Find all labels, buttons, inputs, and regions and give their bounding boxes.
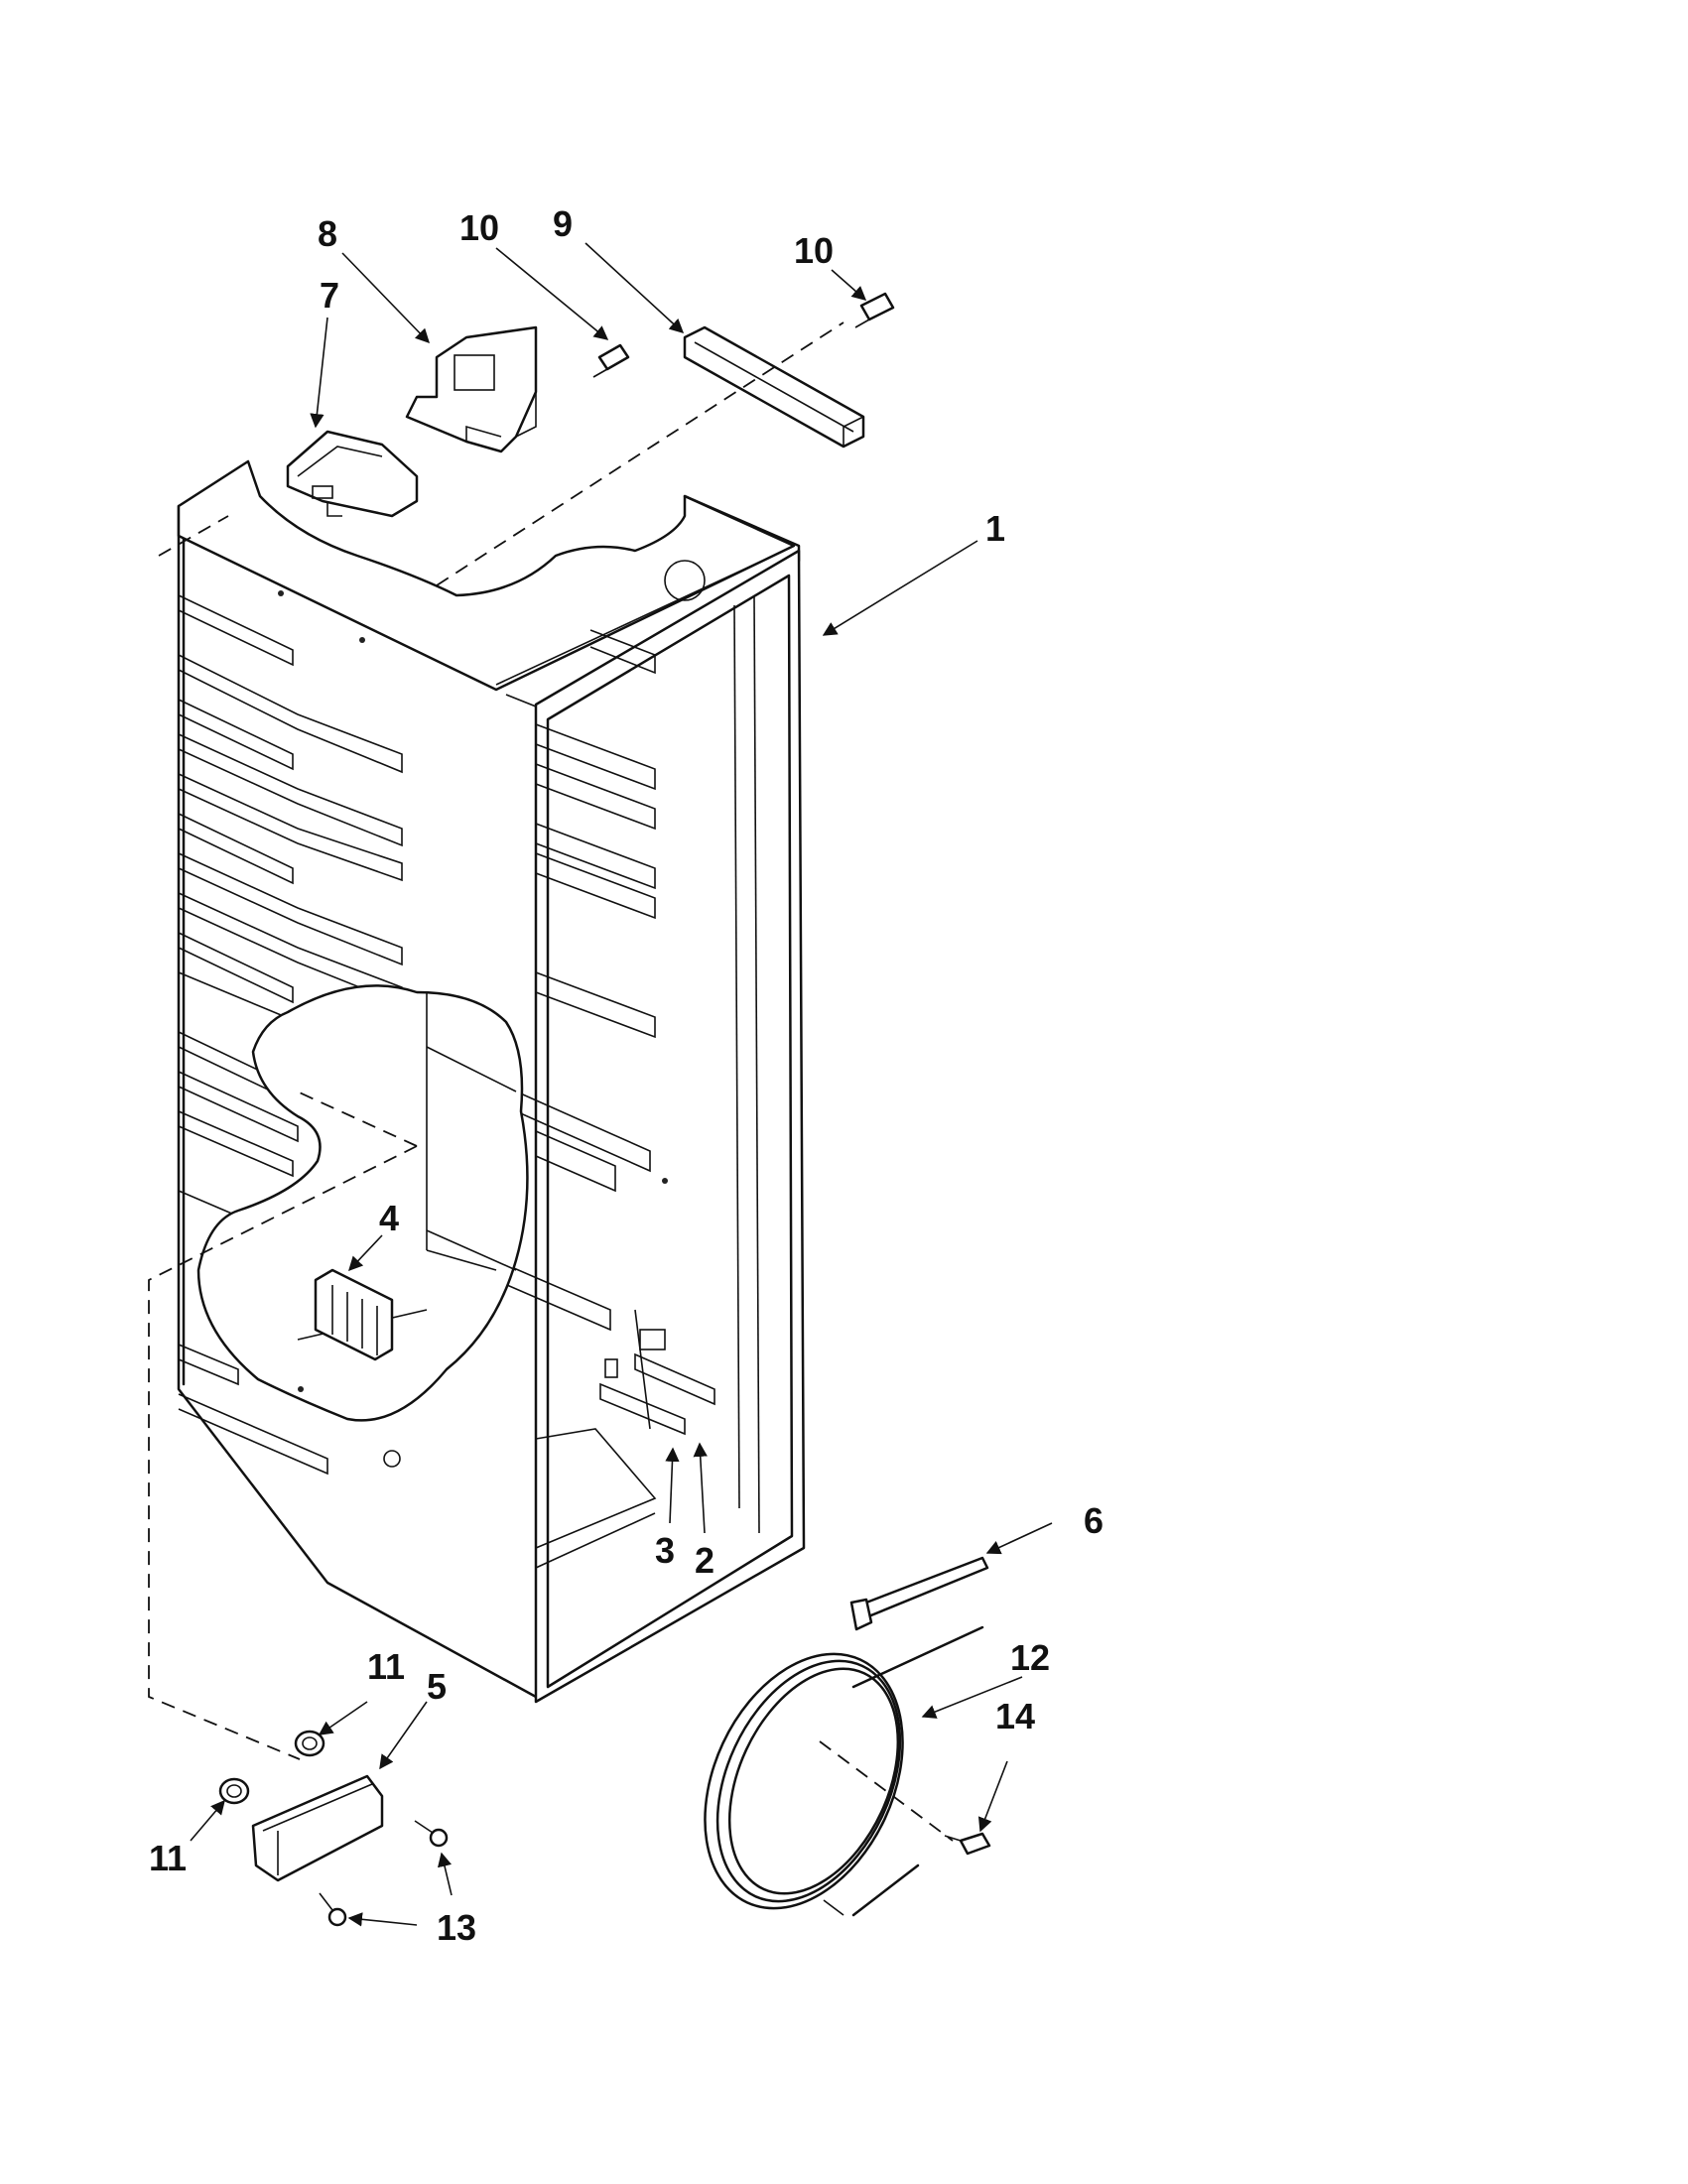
grommet-part-11-lower <box>218 1777 250 1805</box>
right-shelf-rails <box>426 629 656 1332</box>
screw-part-13-lower <box>319 1892 347 1927</box>
control-bracket-part <box>405 325 538 453</box>
callout-4: 4 <box>379 1198 399 1238</box>
freezer-liner-part <box>177 459 806 1704</box>
grommet-part-11-upper <box>294 1730 325 1757</box>
callout-5: 5 <box>427 1666 447 1707</box>
screw-part-10-left <box>592 343 630 378</box>
vent-grille-part <box>314 1268 394 1361</box>
callout-11b: 11 <box>149 1838 187 1878</box>
assembly-lines <box>148 321 954 1842</box>
callout-6: 6 <box>1084 1500 1104 1541</box>
liner-cutaway-window <box>196 984 529 1422</box>
leader-lines <box>190 242 1053 1927</box>
callout-labels: 1 2 3 4 5 6 7 8 9 10 10 11 11 12 13 14 <box>149 203 1104 1948</box>
callout-14: 14 <box>995 1696 1035 1736</box>
cable-tie-part <box>849 1556 989 1631</box>
air-channel-part <box>683 325 865 449</box>
screw-part-10-right <box>854 292 895 328</box>
callout-8: 8 <box>318 213 337 254</box>
drain-trough-part <box>251 1774 384 1882</box>
thermostat-housing-part <box>286 430 419 518</box>
callout-2: 2 <box>695 1540 714 1581</box>
screw-part-14 <box>944 1832 991 1856</box>
callout-9: 9 <box>553 203 573 244</box>
tubing-coil-part <box>704 1625 984 1917</box>
callout-3: 3 <box>655 1530 675 1571</box>
callout-12: 12 <box>1010 1637 1050 1678</box>
screw-part-13-upper <box>414 1820 449 1848</box>
callout-1: 1 <box>985 508 1005 549</box>
callout-7: 7 <box>320 275 339 316</box>
callout-10b: 10 <box>794 230 834 271</box>
callout-11a: 11 <box>367 1646 405 1687</box>
callout-13: 13 <box>437 1907 476 1948</box>
callout-10a: 10 <box>459 207 499 248</box>
